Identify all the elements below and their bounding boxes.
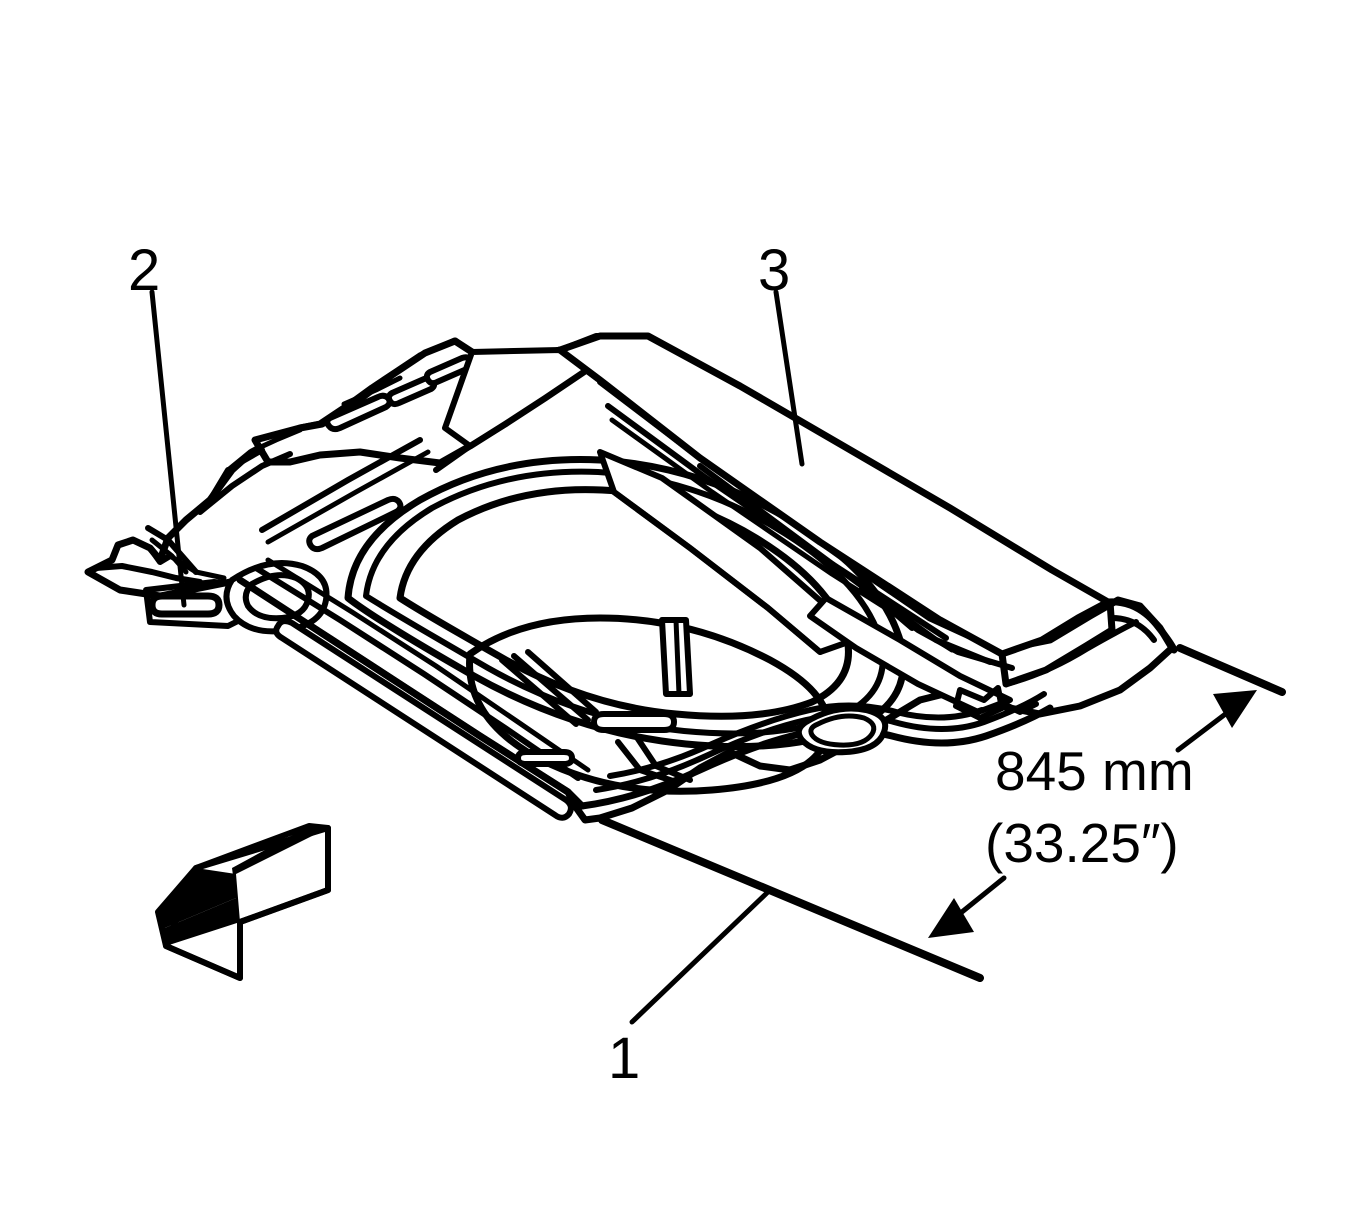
rear-crossmember: [251, 337, 592, 553]
detail-line-c: [183, 467, 231, 523]
vehicle-forward-arrow: [155, 823, 331, 981]
detail-line-f: [259, 437, 423, 533]
rear-cm-tab: [953, 685, 1005, 721]
corner-rib: [145, 525, 199, 575]
forward-arrow-crease: [237, 887, 331, 925]
callout-2-label: 2: [128, 238, 160, 303]
detail-line-g: [265, 449, 431, 545]
dimension-metric-label: 845 mm: [995, 740, 1194, 802]
rail-bottom-lip: [1003, 619, 1139, 687]
dim-extension-line-upper: [1176, 644, 1286, 696]
detail-line-i: [557, 333, 651, 353]
detail-line-j: [341, 375, 403, 407]
rear-cm-right-end: [1001, 701, 1039, 715]
callout-1-group: 1: [608, 887, 773, 1091]
callout-1-leader: [629, 887, 773, 1025]
dimension-annotation: 845 mm (33.25″): [598, 644, 1286, 982]
well-brace-left-a: [499, 657, 579, 727]
well-brace-left-b: [511, 653, 591, 723]
lower-channel-emboss: [273, 618, 574, 821]
dim-extension-line-lower: [598, 816, 984, 982]
right-side-rail: [556, 332, 1178, 688]
lower-rail-outer: [236, 576, 586, 810]
callout-2-group: 2: [128, 238, 187, 608]
corner-flange-lower: [93, 563, 203, 585]
crossmember-front-edge: [265, 449, 443, 466]
dimension-imperial-label: (33.25″): [985, 812, 1179, 874]
rail-tip-curl-inner: [1109, 615, 1157, 643]
detail-line-e: [231, 447, 265, 469]
tire-well-center-rib-edge: [673, 617, 682, 697]
detail-line-h: [433, 421, 509, 473]
left-oval-emboss: [223, 560, 330, 635]
lower-edge-rail: [236, 557, 677, 821]
rail-inner-edge-1: [605, 403, 949, 641]
forward-arrow-shadow-facet: [160, 826, 328, 946]
floor-pan-assembly: [84, 332, 1178, 824]
dim-arrow-lower-head: [928, 898, 974, 938]
rail-step-edge: [937, 599, 1111, 657]
rail-tip-curl: [1104, 598, 1178, 654]
lower-slot-a: [515, 749, 575, 767]
detail-line-d: [197, 451, 293, 515]
callout-2-leader: [149, 289, 187, 608]
dim-arrow-upper-head: [1213, 690, 1257, 728]
corner-flange-upper: [109, 537, 173, 565]
lower-rail-inner-1: [253, 565, 581, 781]
forward-arrow-tip-facet: [158, 868, 236, 930]
callout-3-label: 3: [758, 238, 790, 303]
brace-upper-line: [611, 489, 823, 655]
callout-3-leader: [773, 289, 805, 467]
forward-arrow-outline: [155, 823, 331, 981]
well-brace-left-c: [525, 649, 599, 715]
callout-3-group: 3: [758, 238, 805, 467]
rail-inner-edge-2: [609, 417, 955, 653]
rear-lower-crossmember: [578, 685, 1054, 810]
rear-cm-access-hole-inner: [808, 713, 877, 748]
crossmember-slot-1: [324, 392, 393, 433]
lower-slot-b: [591, 711, 677, 733]
lower-rail-inner-2: [265, 557, 591, 773]
rear-cm-low: [607, 702, 985, 779]
callout-1-label: 1: [608, 1026, 640, 1091]
